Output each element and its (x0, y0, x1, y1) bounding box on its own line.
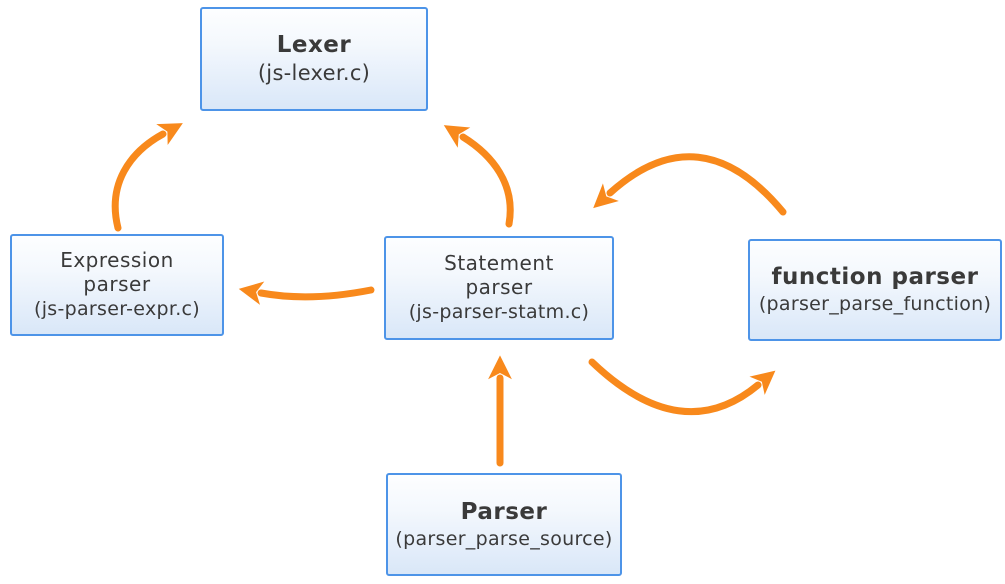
node-function-parser: function parser (parser_parse_function) (748, 239, 1002, 341)
node-lexer-title: Lexer (276, 32, 352, 59)
node-function-parser-title: function parser (771, 264, 979, 291)
node-parser: Parser (parser_parse_source) (386, 473, 622, 576)
edge-statement-parser-to-lexer-arrow (443, 125, 514, 228)
node-expression-parser-subtitle: (js-parser-expr.c) (33, 298, 201, 321)
node-expression-parser-title: Expression parser (60, 249, 174, 296)
node-parser-title: Parser (460, 498, 548, 525)
node-statement-parser-title-line2: parser (465, 274, 533, 299)
node-expression-parser: Expression parser (js-parser-expr.c) (10, 234, 224, 336)
node-lexer: Lexer (js-lexer.c) (200, 7, 428, 111)
node-parser-subtitle: (parser_parse_source) (395, 527, 613, 550)
node-expression-parser-title-line1: Expression (60, 248, 174, 273)
edge-function-parser-to-statement-parser-arrow (593, 153, 787, 216)
node-statement-parser-title: Statement parser (444, 252, 554, 299)
edge-statement-parser-to-expression-parser-arrow (238, 281, 375, 305)
node-function-parser-subtitle: (parser_parse_function) (758, 293, 992, 316)
node-lexer-subtitle: (js-lexer.c) (257, 61, 371, 86)
node-statement-parser-subtitle: (js-parser-statm.c) (408, 301, 590, 324)
edge-expression-parser-to-lexer-arrow (111, 123, 183, 232)
node-expression-parser-title-line2: parser (83, 271, 151, 296)
node-statement-parser-title-line1: Statement (444, 251, 554, 276)
edge-statement-parser-to-function-parser-arrow (588, 358, 776, 416)
node-statement-parser: Statement parser (js-parser-statm.c) (384, 236, 614, 340)
